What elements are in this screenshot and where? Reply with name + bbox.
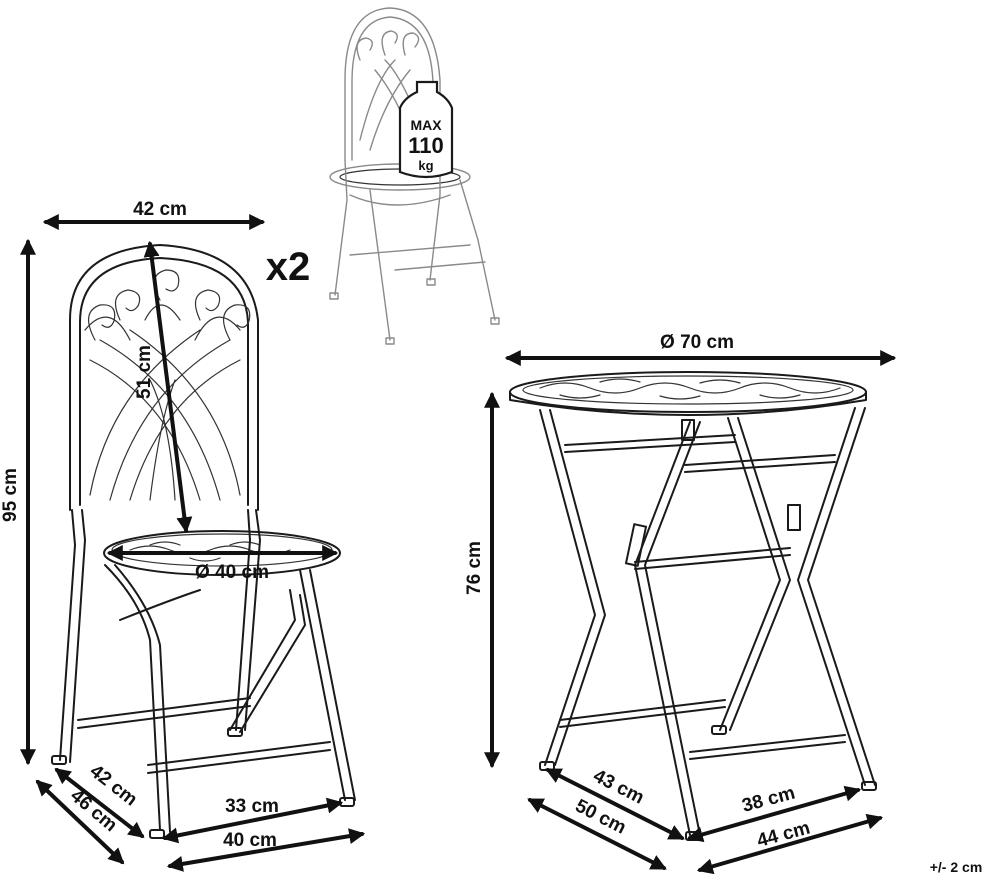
table-depth-inner-label: 43 cm <box>590 766 648 809</box>
chair-front-inner-label: 33 cm <box>225 796 279 817</box>
max-unit: kg <box>418 158 433 173</box>
chair-height-label: 95 cm <box>0 468 21 522</box>
table-depth-outer-label: 50 cm <box>572 796 630 839</box>
table-dimension-arrows <box>484 350 897 875</box>
chair-illustration <box>51 244 356 839</box>
table-illustration <box>509 371 877 841</box>
max-load-bottle-icon: MAX 110 kg <box>398 80 454 179</box>
chair-dimension-arrows <box>20 214 366 872</box>
tolerance-note: +/- 2 cm <box>930 859 983 875</box>
chair-backrest-label: 51 cm <box>134 345 155 399</box>
chair-front-outer-label: 40 cm <box>223 830 277 851</box>
chair-width-label: 42 cm <box>133 199 187 220</box>
max-label: MAX <box>410 117 442 133</box>
chair-quantity-label: x2 <box>266 245 311 289</box>
table-height-label: 76 cm <box>464 541 485 595</box>
table-diameter-label: Ø 70 cm <box>660 332 734 353</box>
max-value: 110 <box>408 133 444 158</box>
chair-seat-diameter-label: Ø 40 cm <box>195 562 269 583</box>
